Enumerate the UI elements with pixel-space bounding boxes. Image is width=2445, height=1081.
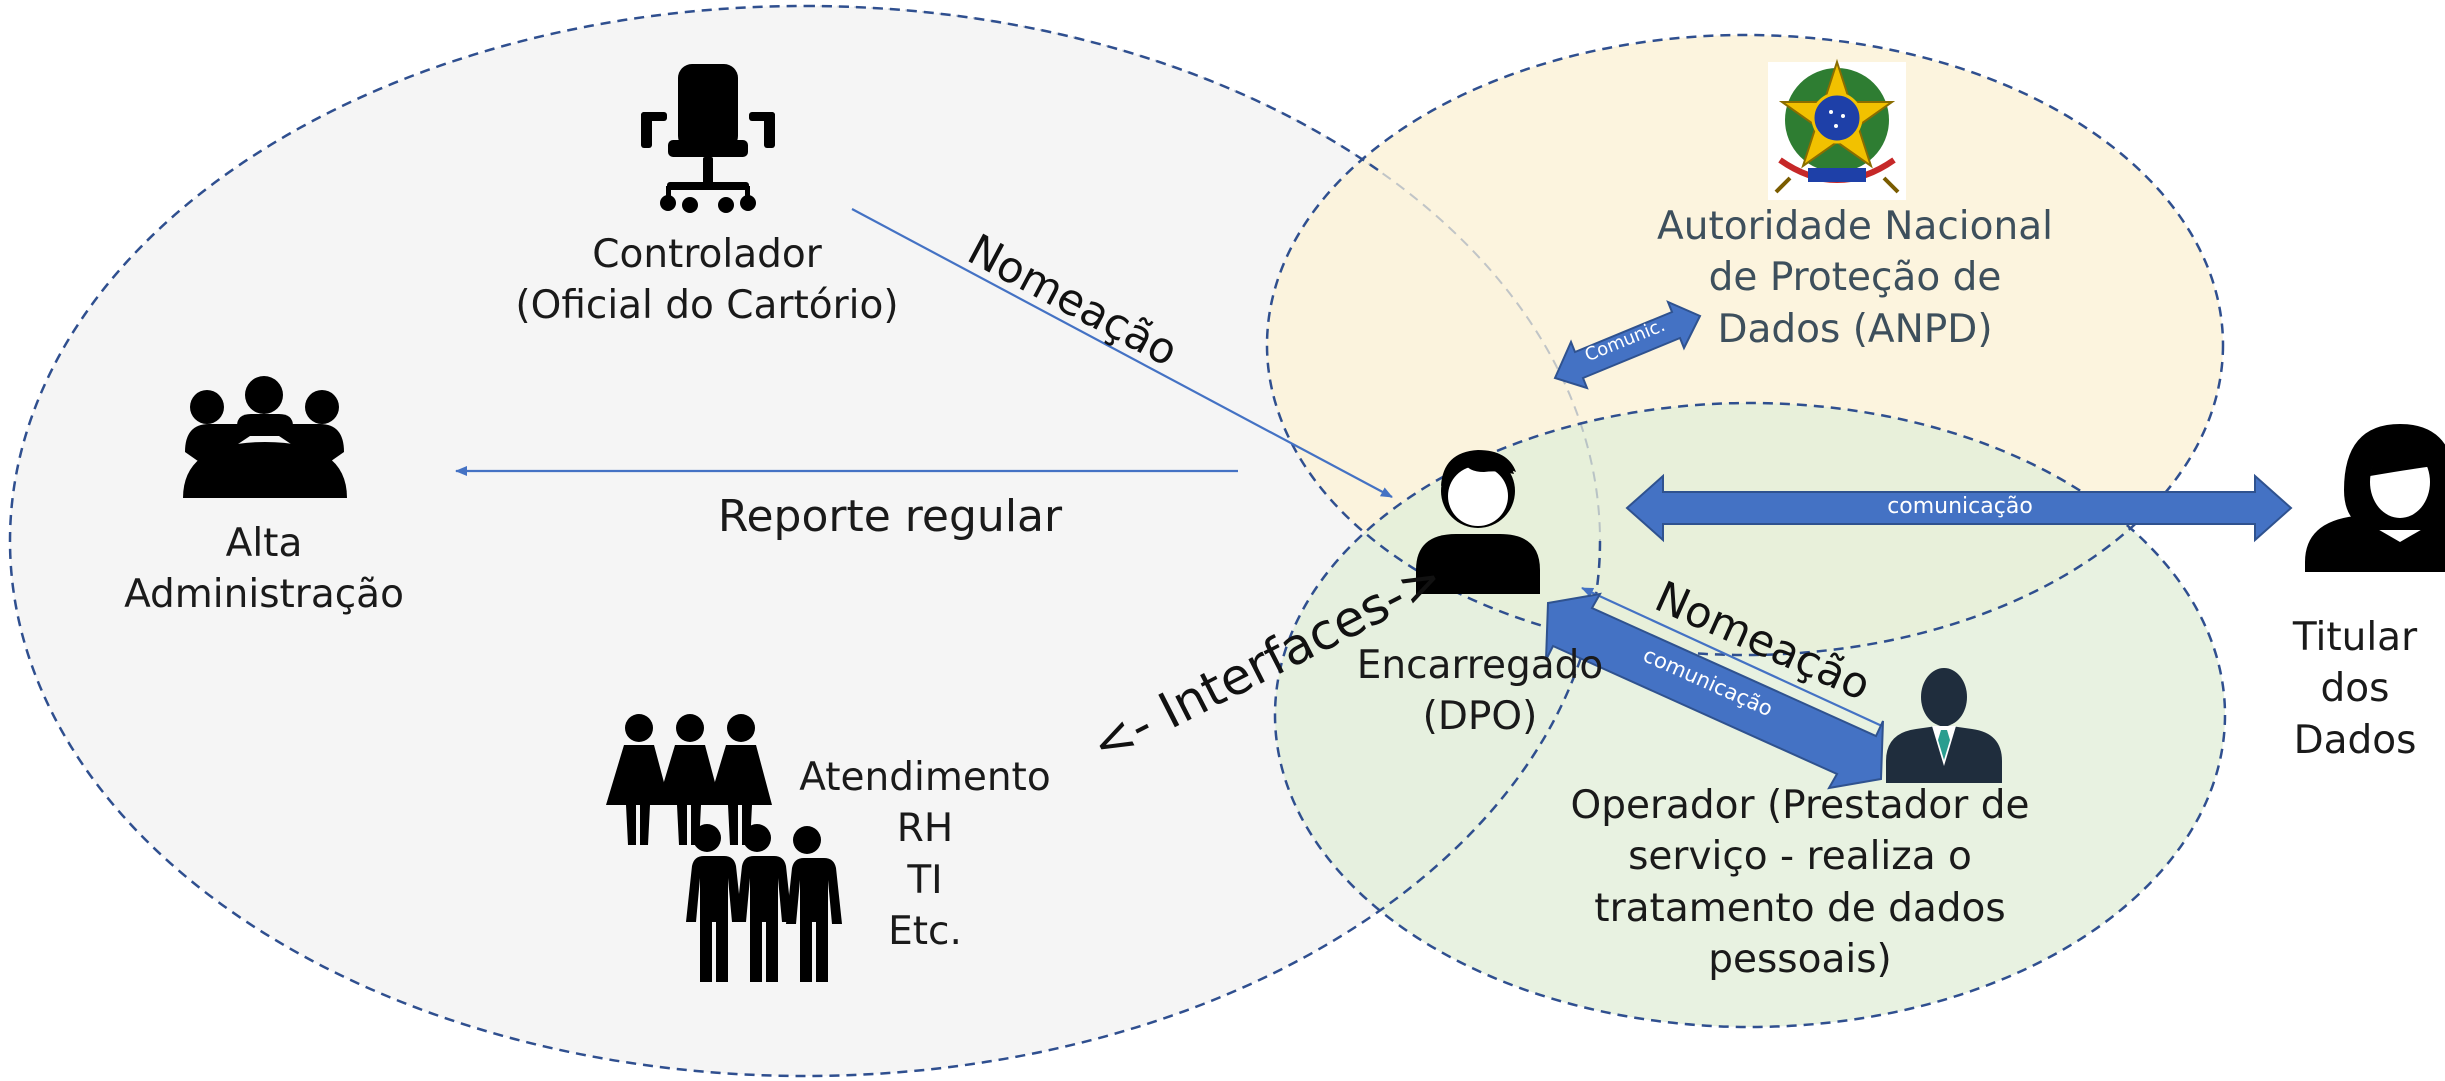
board-label: Alta Administração	[104, 518, 424, 621]
male-staff-2	[736, 824, 792, 982]
operator-label: Operador (Prestador de serviço - realiza…	[1540, 780, 2060, 986]
woman-icon	[2305, 424, 2445, 572]
controller-label: Controlador (Oficial do Cartório)	[505, 229, 909, 332]
controller-title: Controlador	[592, 232, 822, 277]
board-label-line-1: Alta	[225, 521, 303, 566]
anpd-label-line-3: Dados (ANPD)	[1717, 306, 1993, 352]
anpd-label: Autoridade Nacional de Proteção de Dados…	[1610, 201, 2100, 355]
anpd-ellipse-outline	[1265, 33, 2225, 657]
anpd-label-line-1: Autoridade Nacional	[1657, 204, 2053, 249]
organization-ellipse-outline-top	[804, 4, 1379, 172]
dpo-label-line-1: Encarregado	[1356, 643, 1604, 688]
operator-label-line-3: tratamento de dados	[1594, 885, 2006, 931]
operator-label-line-1: Operador (Prestador de	[1570, 783, 2030, 828]
male-staff-1	[686, 824, 742, 982]
titular-label-line-2: dos	[2320, 666, 2390, 712]
female-staff-2	[657, 714, 721, 845]
organization-ellipse-outline	[8, 4, 1602, 1078]
staff-group-icon	[606, 714, 842, 982]
reporte-label: Reporte regular	[717, 491, 1063, 542]
staff-area-atendimento: Atendimento	[799, 755, 1051, 800]
titular-communication-label: comunicação	[1887, 494, 2033, 519]
nomeacao-arrow-controller-to-dpo	[851, 208, 1393, 498]
businessman-icon	[1886, 668, 2002, 783]
staff-area-etc: Etc.	[888, 909, 962, 955]
anpd-communication-arrow	[1553, 300, 1702, 390]
dpo-label: Encarregado (DPO)	[1340, 640, 1620, 743]
person-icon	[1416, 450, 1540, 594]
operator-communication-arrow	[1545, 592, 1884, 790]
operator-ellipse-outline	[1273, 401, 2227, 1029]
organization-ellipse	[10, 6, 1600, 1076]
anpd-label-line-2: de Proteção de	[1708, 255, 2002, 301]
titular-label-line-1: Titular	[2292, 615, 2418, 660]
dpo-label-line-2: (DPO)	[1422, 694, 1538, 740]
staff-areas-label: Atendimento RH TI Etc.	[780, 752, 1070, 958]
board-label-line-2: Administração	[124, 572, 404, 618]
staff-area-ti: TI	[907, 857, 943, 903]
titular-communication-arrow	[1625, 473, 2293, 543]
titular-label: Titular dos Dados	[2280, 612, 2430, 766]
office-chair-icon	[641, 64, 775, 213]
operator-label-line-2: serviço - realiza o	[1628, 834, 1972, 880]
titular-label-line-3: Dados	[2293, 717, 2417, 763]
controller-subtitle: (Oficial do Cartório)	[515, 283, 899, 329]
male-staff-3	[786, 826, 842, 982]
nomeacao-arrow-operator-to-dpo	[1581, 587, 1883, 727]
coat-of-arms-emblem	[1768, 58, 1906, 200]
staff-area-rh: RH	[896, 806, 954, 852]
meeting-group-icon	[183, 376, 347, 498]
female-staff-3	[708, 714, 772, 845]
operator-label-line-4: pessoais)	[1708, 937, 1892, 983]
female-staff-1	[606, 714, 670, 845]
